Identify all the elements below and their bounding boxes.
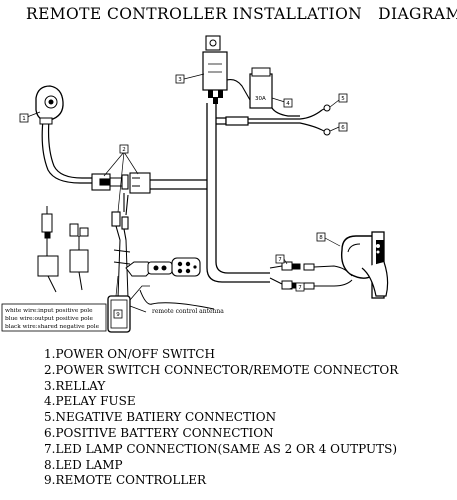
callout-5: 5 [341,96,345,102]
antenna-wire [139,289,215,310]
wire-note-black: black wire:shared negative pole [5,324,100,330]
legend-item: 9.REMOTE CONTROLLER [44,473,207,488]
power-switch [35,85,64,125]
callout-6: 6 [341,125,345,131]
battery-terminals [321,104,331,136]
main-harness [150,103,270,283]
parts-legend: 1.POWER ON/OFF SWITCH 2.POWER SWITCH CON… [44,347,398,489]
legend-item: 1.POWER ON/OFF SWITCH [44,347,215,361]
callout-markers [19,74,348,319]
page-title: REMOTE CONTROLLER INSTALLATION DIAGRAM [26,5,457,23]
wire-color-note: white wire:input positive pole blue wire… [1,303,107,332]
battery-leads [216,107,323,131]
remote-connector [111,193,129,241]
callout-8: 8 [319,235,323,241]
wiring-diagram: 30A [1,35,389,333]
callout-1: 1 [22,116,26,122]
antenna-label: remote control antenna [152,308,224,315]
callout-7-upper: 7 [278,257,282,263]
switch-cable [41,119,92,184]
output-connector [37,206,89,293]
led-lamp [340,231,389,299]
legend-item: 4.PELAY FUSE [44,394,136,409]
wire-note-white: white wire:input positive pole [5,308,93,314]
fuse-holder: 30A [226,67,273,109]
legend-item: 2.POWER SWITCH CONNECTOR/REMOTE CONNECTO… [44,362,399,377]
callout-4: 4 [286,101,290,107]
fuse-rating: 30A [255,96,266,102]
switch-connector [91,172,151,194]
legend-item: 6.POSITIVE BATTERY CONNECTION [44,425,274,440]
legend-item: 3.RELLAY [44,378,106,393]
legend-item: 8.LED LAMP [44,457,123,472]
callout-3: 3 [178,77,182,83]
wire-note-blue: blue wire:output positive pole [5,316,94,322]
legend-item: 7.LED LAMP CONNECTION(SAME AS 2 OR 4 OUT… [44,441,398,456]
relay [202,35,228,104]
legend-item: 5.NEGATIVE BATIERY CONNECTION [44,410,277,425]
lamp-connectors [269,261,353,290]
callout-9: 9 [116,312,120,318]
remote-key-fobs [125,257,201,277]
callout-2: 2 [122,147,126,153]
callout-7-lower: 7 [298,285,302,291]
